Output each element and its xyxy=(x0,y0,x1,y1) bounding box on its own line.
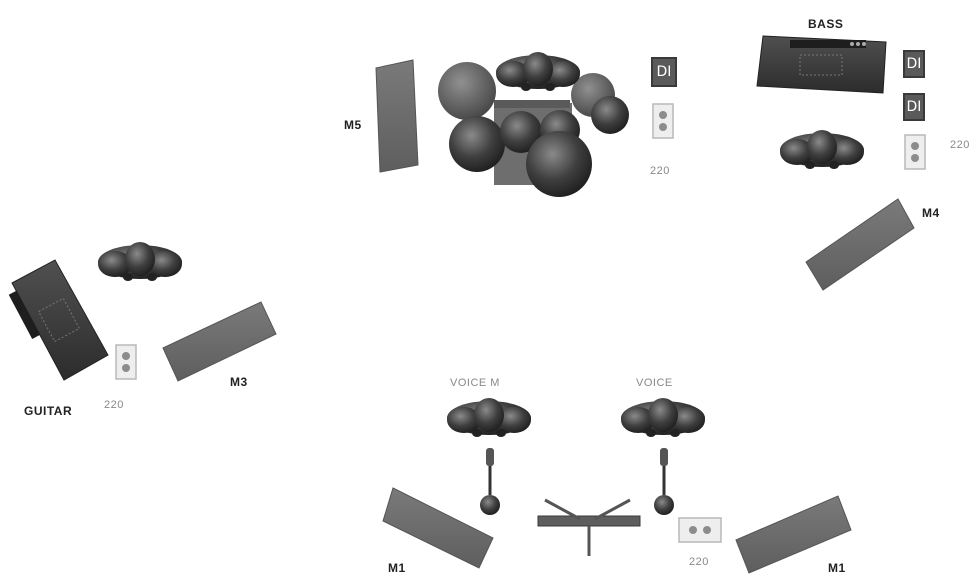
vocalist-left-icon xyxy=(447,398,531,437)
di-box-bass-1: DI xyxy=(903,50,925,78)
mic-stand-left xyxy=(480,448,500,515)
drum-hardware xyxy=(494,100,570,108)
label-power-drums: 220 xyxy=(650,165,670,177)
drummer-icon xyxy=(496,52,580,91)
label-m1-left: M1 xyxy=(388,561,406,575)
guitarist-icon xyxy=(98,242,182,281)
power-outlet-front xyxy=(678,517,722,543)
label-m3: M3 xyxy=(230,375,248,389)
guitar-amp xyxy=(8,259,109,381)
label-voice-left: VOICE M xyxy=(450,377,500,389)
power-outlet-bass xyxy=(904,134,926,170)
monitor-m3 xyxy=(162,301,277,382)
bass-drum xyxy=(526,131,592,197)
monitor-m1-left xyxy=(382,487,494,569)
mic-stand-right xyxy=(654,448,674,515)
monitor-m1-right xyxy=(735,495,852,574)
power-outlet-drums xyxy=(652,103,674,139)
ride-cymbal xyxy=(438,62,496,120)
power-outlet-guitar xyxy=(115,344,137,380)
vocalist-right-icon xyxy=(621,398,705,437)
label-voice-right: VOICE xyxy=(636,377,673,389)
label-guitar: GUITAR xyxy=(24,404,73,418)
label-m5: M5 xyxy=(344,118,362,132)
monitor-m5 xyxy=(375,59,419,173)
label-m1-right: M1 xyxy=(828,561,846,575)
monitor-m4 xyxy=(805,198,915,291)
label-power-front: 220 xyxy=(689,556,709,568)
bassist-icon xyxy=(780,130,864,169)
hihat xyxy=(591,96,629,134)
label-m4: M4 xyxy=(922,206,940,220)
drum-kit xyxy=(438,52,629,197)
center-stand xyxy=(537,498,641,556)
di-box-bass-2: DI xyxy=(903,93,925,121)
di-box-drums: DI xyxy=(651,57,677,87)
label-bass: BASS xyxy=(808,17,844,31)
snare-drum xyxy=(500,111,542,153)
label-power-guitar: 220 xyxy=(104,399,124,411)
bass-amp xyxy=(756,35,887,94)
floor-tom xyxy=(449,116,505,172)
label-power-bass: 220 xyxy=(950,139,970,151)
